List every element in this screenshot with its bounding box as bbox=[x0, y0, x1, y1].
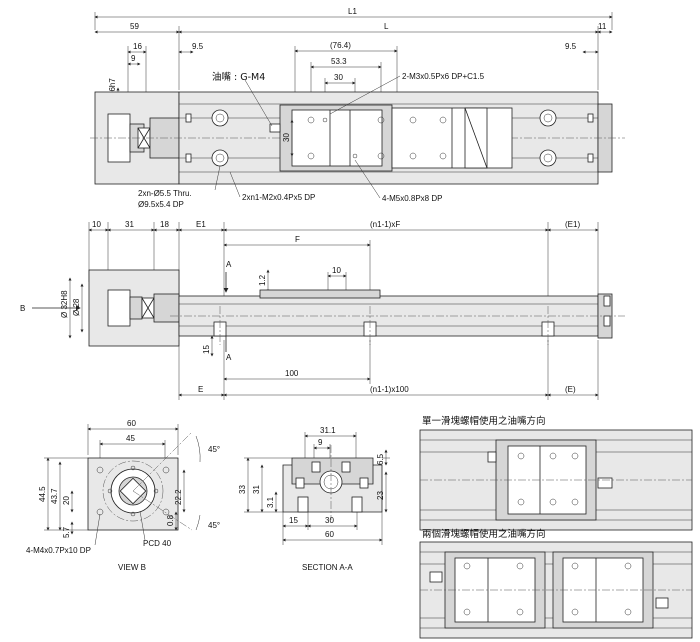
dim-e1-right: (E1) bbox=[565, 220, 580, 229]
label-mount-holes: 4-M4x0.7Px10 DP bbox=[26, 546, 91, 555]
dim-45: 45 bbox=[126, 434, 135, 443]
dim-9: 9 bbox=[131, 54, 136, 63]
dim-33: 33 bbox=[238, 485, 247, 494]
view-marker-b: B bbox=[20, 304, 25, 313]
dim-30-section: 30 bbox=[325, 516, 334, 525]
dim-45-deg-top: 45° bbox=[208, 445, 220, 454]
label-counterbore: Ø9.5x5.4 DP bbox=[138, 200, 184, 209]
side-holes bbox=[213, 306, 555, 345]
label-m5-holes: 4-M5x0.8Px8 DP bbox=[382, 194, 442, 203]
dim-22-2: 22.2 bbox=[174, 489, 183, 505]
carriage-holes bbox=[307, 116, 447, 160]
view-b: 60 45 45° 45° 44.5 43.7 20 5.7 bbox=[26, 419, 220, 572]
dim-18: 18 bbox=[160, 220, 169, 229]
dim-f: F bbox=[295, 235, 300, 244]
section-marker-a-bottom: A bbox=[226, 353, 232, 362]
dim-100: 100 bbox=[285, 369, 299, 378]
dim-31-1: 31.1 bbox=[320, 426, 336, 435]
top-view: L1 59 L 11 16 9 9.5 9.5 (76.4) 53.3 bbox=[90, 7, 625, 209]
dim-60-section: 60 bbox=[325, 530, 334, 539]
dim-5-7: 5.7 bbox=[62, 526, 71, 538]
label-m3-holes: 2-M3x0.5Px6 DP+C1.5 bbox=[402, 72, 485, 81]
dim-10: 10 bbox=[92, 220, 101, 229]
dim-e1: E1 bbox=[196, 220, 206, 229]
dim-15-section: 15 bbox=[289, 516, 298, 525]
dim-44-5: 44.5 bbox=[38, 486, 47, 502]
section-marker-a-top: A bbox=[226, 260, 232, 269]
dim-dia-32h8: Ø 32H8 bbox=[60, 290, 69, 318]
inset-single-slider: 單一滑塊螺帽使用之油嘴方向 bbox=[419, 415, 693, 531]
dim-0-8: 0.8 bbox=[166, 514, 175, 526]
inset-double-slider: 兩個滑塊螺帽使用之油嘴方向 bbox=[419, 528, 693, 639]
dim-43-7: 43.7 bbox=[50, 488, 59, 504]
dim-n1-xf: (n1-1)xF bbox=[370, 220, 400, 229]
dim-53-3: 53.3 bbox=[331, 57, 347, 66]
dim-76-4: (76.4) bbox=[330, 41, 351, 50]
dim-e: E bbox=[198, 385, 203, 394]
dim-9-5-right: 9.5 bbox=[565, 42, 577, 51]
caption-section-a-a: SECTION A-A bbox=[302, 563, 353, 572]
dim-1-2: 1.2 bbox=[258, 274, 267, 286]
dim-n1-x100: (n1-1)x100 bbox=[370, 385, 409, 394]
inset-single-title: 單一滑塊螺帽使用之油嘴方向 bbox=[422, 415, 546, 427]
dim-9-5-left: 9.5 bbox=[192, 42, 204, 51]
dim-16: 16 bbox=[133, 42, 142, 51]
dim-9-section: 9 bbox=[318, 438, 323, 447]
inset-double-title: 兩個滑塊螺帽使用之油嘴方向 bbox=[422, 528, 546, 540]
dim-dia-6h7: Ø 6h7 bbox=[108, 78, 117, 100]
label-pcd: PCD 40 bbox=[143, 539, 172, 548]
dim-30-horizontal: 30 bbox=[334, 73, 343, 82]
dim-3-1: 3.1 bbox=[266, 496, 275, 508]
dim-15: 15 bbox=[202, 345, 211, 354]
dim-60: 60 bbox=[127, 419, 136, 428]
dim-l1: L1 bbox=[348, 7, 357, 16]
label-m2-holes: 2xn1-M2x0.4Px5 DP bbox=[242, 193, 315, 202]
dim-dia-28: Ø 28 bbox=[72, 298, 81, 316]
section-a-a: 31.1 9 6.5 23 33 31 3.1 bbox=[238, 426, 390, 572]
dim-59: 59 bbox=[130, 22, 139, 31]
dim-l: L bbox=[384, 22, 389, 31]
dim-11: 11 bbox=[598, 22, 607, 31]
rail-holes bbox=[185, 109, 594, 167]
dim-6-5: 6.5 bbox=[376, 453, 385, 465]
dim-45-deg-bottom: 45° bbox=[208, 521, 220, 530]
dim-10-small: 10 bbox=[332, 266, 341, 275]
dim-30-vertical: 30 bbox=[282, 133, 291, 142]
caption-view-b: VIEW B bbox=[118, 563, 146, 572]
dim-23: 23 bbox=[376, 491, 385, 500]
side-view: 10 31 18 E1 (n1-1)xF (E1) F 10 1.2 A A B bbox=[20, 220, 625, 400]
dim-e-right: (E) bbox=[565, 385, 576, 394]
label-thru-holes: 2xn-Ø5.5 Thru. bbox=[138, 189, 192, 198]
dim-31-section: 31 bbox=[252, 485, 261, 494]
dim-31: 31 bbox=[125, 220, 134, 229]
label-oil-nipple: 油嘴 : G-M4 bbox=[212, 71, 265, 83]
dim-20: 20 bbox=[62, 496, 71, 505]
